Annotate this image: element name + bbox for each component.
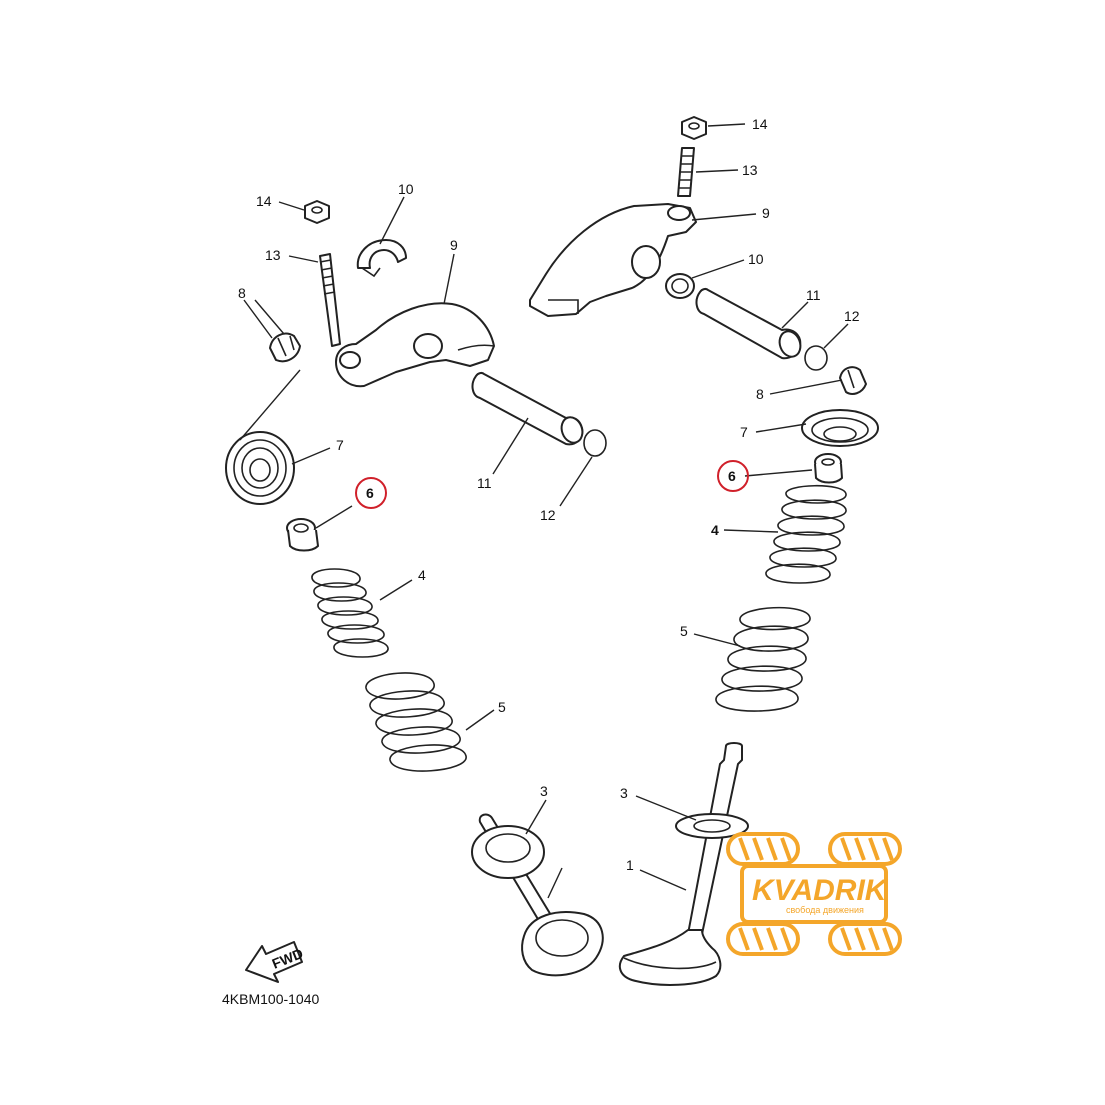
intake-valve-right — [618, 742, 749, 986]
label-3-left: 3 — [540, 783, 548, 799]
label-8-left: 8 — [238, 285, 246, 301]
label-3-right: 3 — [620, 785, 628, 801]
label-6-right: 6 — [728, 468, 736, 484]
valve-stem-seal-left — [286, 518, 319, 552]
logo-brand: KVADRIK — [752, 874, 889, 907]
label-9-right: 9 — [762, 205, 770, 221]
rocker-arm-left — [335, 302, 495, 388]
label-1-right: 1 — [626, 857, 634, 873]
label-14-left: 14 — [256, 193, 272, 209]
exhaust-valve-left — [471, 813, 604, 977]
clip-left — [356, 239, 407, 278]
label-10-right: 10 — [748, 251, 764, 267]
label-4-left: 4 — [418, 567, 426, 583]
spring-retainer-left — [225, 431, 295, 505]
valve-cotter-right — [839, 366, 867, 395]
valve-stem-seal-right — [814, 453, 843, 484]
label-10-left: 10 — [398, 181, 414, 197]
nut-right — [681, 116, 707, 140]
kvadrik-logo-watermark: KVADRIK свобода движения — [726, 832, 902, 956]
outer-spring-left — [365, 672, 467, 772]
outer-spring-right — [715, 606, 811, 712]
label-9-left: 9 — [450, 237, 458, 253]
rocker-shaft-right — [695, 287, 802, 360]
label-7-right: 7 — [740, 424, 748, 440]
label-14-right: 14 — [752, 116, 768, 132]
valve-cotter-left — [269, 332, 301, 363]
label-11-left: 11 — [477, 475, 492, 491]
highlight-circle-6-right — [717, 460, 749, 492]
label-13-left: 13 — [265, 247, 281, 263]
logo-tagline: свобода движения — [786, 905, 864, 915]
label-7-left: 7 — [336, 437, 344, 453]
clip-right — [665, 273, 695, 299]
label-8-right: 8 — [756, 386, 764, 402]
drawing-number: 4KBM100-1040 — [222, 991, 320, 1007]
rocker-shaft-left — [471, 371, 584, 446]
label-5-right: 5 — [680, 623, 688, 639]
label-12-right: 12 — [844, 308, 860, 324]
rocker-arm-right — [529, 203, 697, 317]
inner-spring-right — [765, 484, 847, 584]
o-ring-left — [583, 429, 607, 457]
label-11-right: 11 — [806, 287, 821, 303]
label-13-right: 13 — [742, 162, 758, 178]
inner-spring-left — [311, 568, 389, 658]
spring-retainer-right — [801, 409, 879, 447]
o-ring-right — [804, 345, 828, 371]
label-12-left: 12 — [540, 507, 556, 523]
label-4-right: 4 — [711, 522, 719, 538]
nut-left — [304, 200, 330, 224]
adjusting-screw-right — [677, 147, 695, 197]
forward-direction-arrow: FWD — [245, 941, 305, 983]
label-5-left: 5 — [498, 699, 506, 715]
highlight-circle-6-left — [355, 477, 387, 509]
label-6-left: 6 — [366, 485, 374, 501]
adjusting-screw-left — [319, 253, 341, 347]
